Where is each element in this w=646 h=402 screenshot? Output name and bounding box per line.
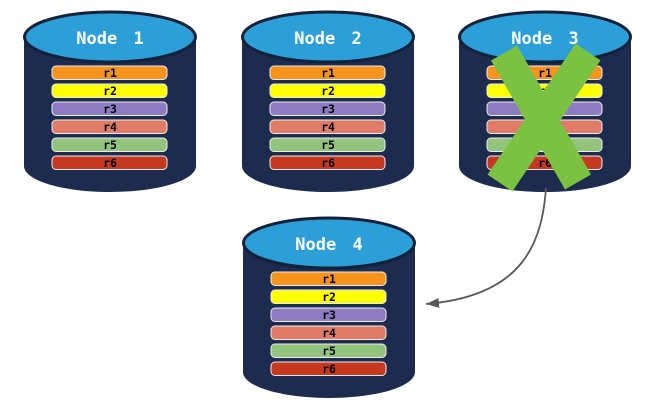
row-bar-r2 bbox=[270, 289, 387, 304]
row-label-r1: r1 bbox=[322, 272, 336, 286]
node-2-title: Node 2 bbox=[294, 29, 361, 49]
row-label-r2: r2 bbox=[321, 84, 335, 98]
row-bar-r1 bbox=[269, 65, 386, 80]
row-label-r1: r1 bbox=[321, 66, 335, 80]
row-bar-r1 bbox=[51, 65, 168, 80]
row-label-r6: r6 bbox=[103, 156, 117, 170]
row-label-r2: r2 bbox=[322, 290, 336, 304]
row-label-r5: r5 bbox=[322, 344, 336, 358]
row-label-r3: r3 bbox=[103, 102, 117, 116]
row-bar-r6 bbox=[269, 155, 386, 170]
node-1-rows: r1 r2 r3 r4 r5 r6 bbox=[51, 65, 168, 170]
row-label-r2: r2 bbox=[103, 84, 117, 98]
node-4-rows: r1 r2 r3 r4 r5 r6 bbox=[270, 271, 387, 376]
node-1-cylinder-top bbox=[23, 10, 197, 64]
row-label-r6: r6 bbox=[321, 156, 335, 170]
node-4-title: Node 4 bbox=[295, 235, 362, 255]
row-bar-r2 bbox=[269, 83, 386, 98]
row-label-r3: r3 bbox=[322, 308, 336, 322]
row-bar-r5 bbox=[270, 343, 387, 358]
row-bar-r6 bbox=[51, 155, 168, 170]
node-4-cylinder-top bbox=[242, 216, 416, 270]
node-3: Node 3 r1 r2 r3 r4 r5 r6 bbox=[458, 10, 632, 192]
row-label-r5: r5 bbox=[321, 138, 335, 152]
row-bar-r2 bbox=[51, 83, 168, 98]
row-bar-r5 bbox=[269, 137, 386, 152]
node-2: Node 2 r1 r2 r3 r4 r5 r6 bbox=[241, 10, 415, 192]
node-4: Node 4 r1 r2 r3 r4 r5 r6 bbox=[242, 216, 416, 398]
row-bar-r1 bbox=[270, 271, 387, 286]
row-bar-r4 bbox=[270, 325, 387, 340]
row-label-r5: r5 bbox=[103, 138, 117, 152]
row-bar-r3 bbox=[269, 101, 386, 116]
row-bar-r3 bbox=[51, 101, 168, 116]
node-1: Node 1 r1 r2 r3 r4 r5 r6 bbox=[23, 10, 197, 192]
row-bar-r4 bbox=[269, 119, 386, 134]
row-bar-r6 bbox=[270, 361, 387, 376]
row-label-r3: r3 bbox=[321, 102, 335, 116]
failure-x-icon bbox=[487, 43, 601, 192]
replication-arrow-path bbox=[425, 187, 547, 308]
row-label-r6: r6 bbox=[322, 362, 336, 376]
row-bar-r3 bbox=[270, 307, 387, 322]
node-1-title: Node 1 bbox=[76, 29, 143, 49]
row-label-r4: r4 bbox=[103, 120, 117, 134]
node-2-rows: r1 r2 r3 r4 r5 r6 bbox=[269, 65, 386, 170]
row-label-r4: r4 bbox=[321, 120, 335, 134]
node-2-cylinder-top bbox=[241, 10, 415, 64]
row-bar-r4 bbox=[51, 119, 168, 134]
row-label-r1: r1 bbox=[538, 66, 552, 80]
node-3-cylinder-top bbox=[458, 10, 632, 64]
row-bar-r5 bbox=[51, 137, 168, 152]
row-label-r4: r4 bbox=[322, 326, 336, 340]
node-3-title: Node 3 bbox=[511, 29, 578, 49]
row-label-r1: r1 bbox=[103, 66, 117, 80]
